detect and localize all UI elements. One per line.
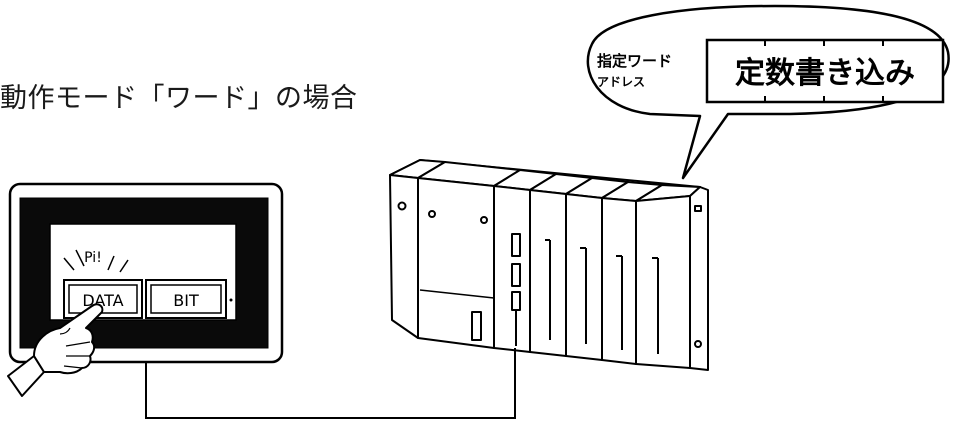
plc-cpu-module [417, 177, 495, 349]
plc-io-module-5 [635, 195, 691, 369]
constant-value-label: 定数書き込み [735, 56, 915, 91]
bit-button[interactable]: BIT [145, 279, 227, 319]
plc-end-plate [689, 186, 709, 371]
speech-bubble: 指定ワード アドレス 定数書き込み [586, 4, 950, 180]
beep-text: Pi! [84, 250, 102, 266]
beep-lines [63, 249, 129, 273]
diagram-caption: 動作モード「ワード」の場合 [0, 83, 358, 114]
data-button[interactable]: DATA [63, 279, 143, 319]
bubble-address-line2: アドレス [597, 75, 645, 89]
bit-button-label: BIT [173, 291, 199, 310]
plc-io-module-2 [529, 189, 567, 357]
plc-io-module-3 [565, 193, 603, 361]
plc-power-module [389, 174, 419, 339]
plc-rack [389, 159, 709, 371]
hand-icon [7, 303, 104, 397]
plc-io-module-4 [601, 197, 637, 365]
constant-value-box: 定数書き込み [705, 38, 945, 104]
connection-cable [145, 348, 516, 419]
bubble-address-line1: 指定ワード [597, 52, 672, 70]
